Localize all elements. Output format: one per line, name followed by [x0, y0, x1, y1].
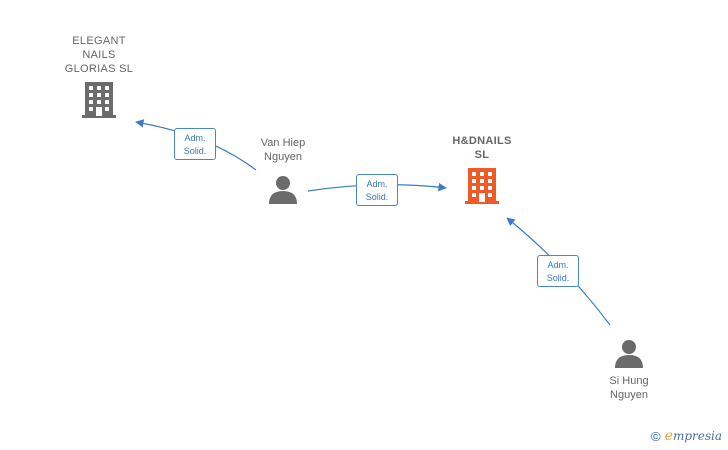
role-badge-vanhiep-hdnails[interactable]: Adm. Solid. — [356, 174, 398, 206]
person-icon — [615, 340, 643, 368]
role-line-2: Solid. — [546, 273, 570, 283]
person-node-si-hung-nguyen[interactable]: Si Hung Nguyen — [584, 338, 674, 402]
role-line-1: Adm. — [366, 179, 388, 189]
company-label: H&DNAILS SL — [452, 135, 512, 161]
company-node-hdnails[interactable]: H&DNAILS SL — [432, 134, 532, 204]
copyright-icon: © — [651, 428, 661, 444]
person-label: Van Hiep Nguyen — [260, 137, 306, 163]
building-icon — [82, 82, 116, 118]
role-line-1: Adm. — [547, 260, 569, 270]
role-line-2: Solid. — [183, 146, 207, 156]
company-label: ELEGANT NAILS GLORIAS SL — [64, 35, 134, 75]
brand-name: mpresia — [672, 429, 722, 443]
role-badge-sihung-hdnails[interactable]: Adm. Solid. — [537, 255, 579, 287]
role-badge-vanhiep-elegant[interactable]: Adm. Solid. — [174, 128, 216, 160]
role-line-2: Solid. — [365, 192, 389, 202]
person-node-van-hiep-nguyen[interactable]: Van Hiep Nguyen — [238, 136, 328, 204]
brand-logo[interactable]: empresia — [665, 428, 722, 444]
brand-initial: e — [664, 428, 673, 444]
company-node-elegant-nails[interactable]: ELEGANT NAILS GLORIAS SL — [48, 34, 150, 118]
footer-brand: © empresia — [651, 428, 722, 444]
person-icon — [269, 176, 297, 204]
person-label: Si Hung Nguyen — [609, 375, 649, 401]
role-line-1: Adm. — [184, 133, 206, 143]
building-icon — [465, 168, 499, 204]
